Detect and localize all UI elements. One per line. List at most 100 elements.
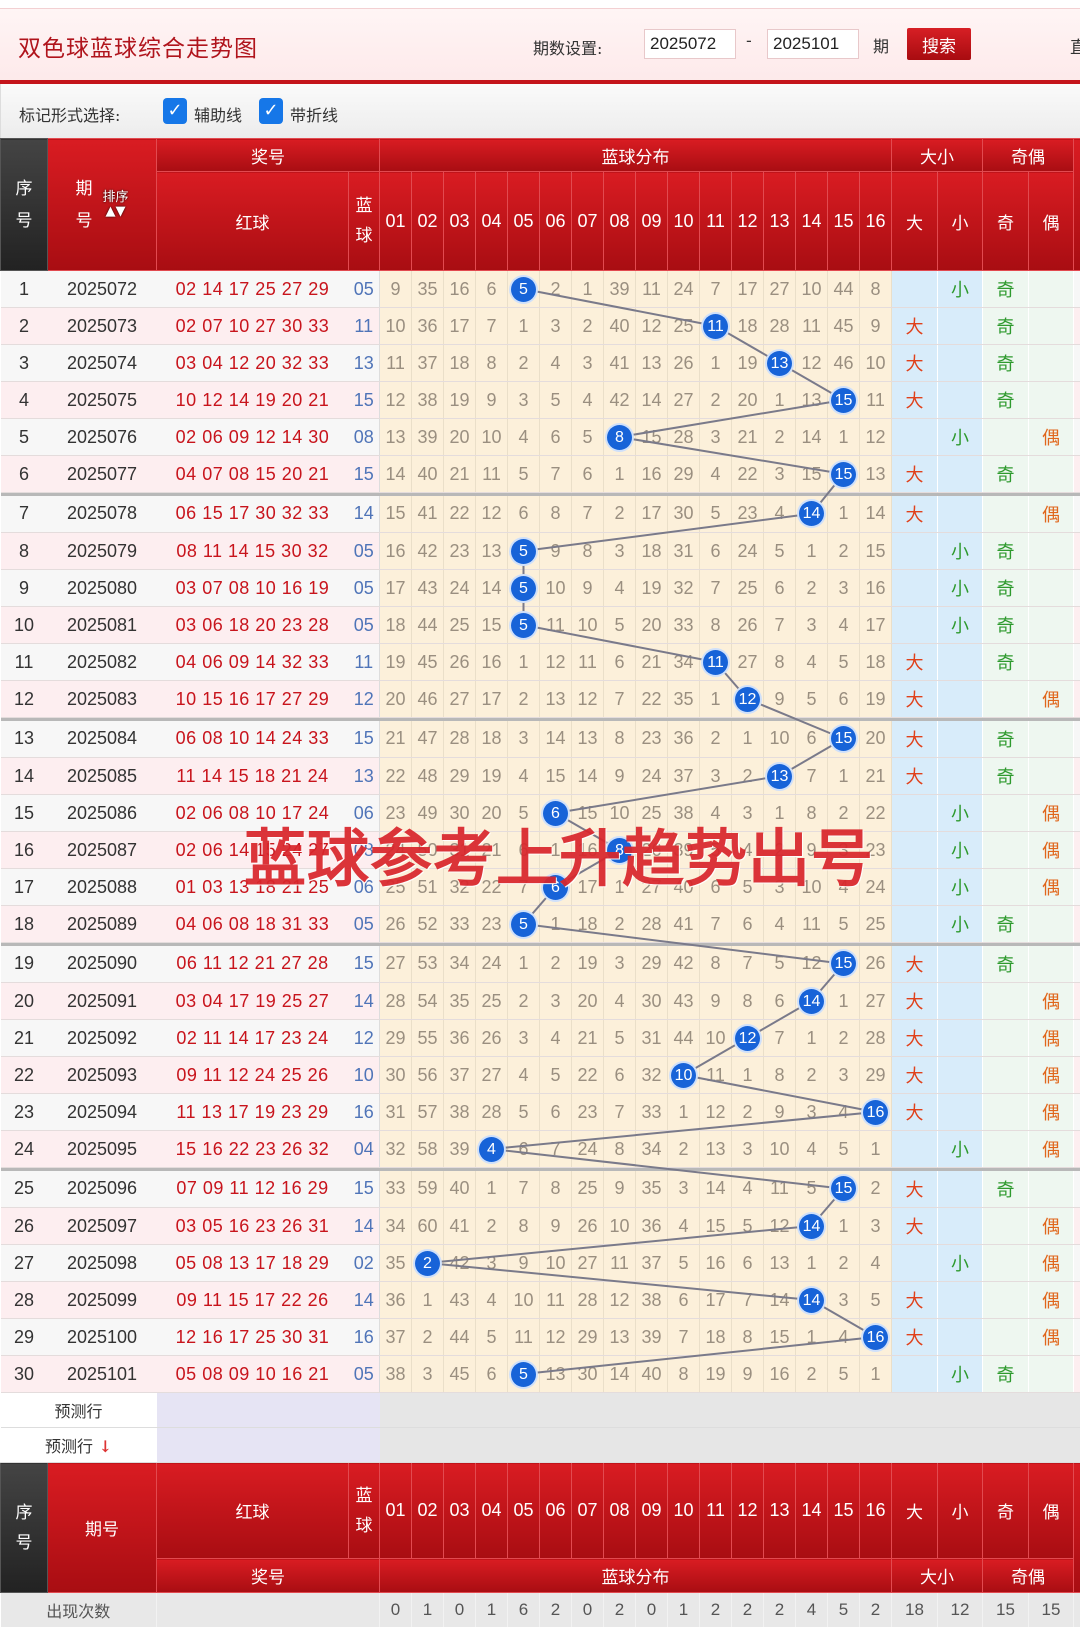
predict-blue-area[interactable] bbox=[380, 1428, 1080, 1463]
header-col-02: 02 bbox=[412, 172, 444, 271]
miss-cell: 7 bbox=[764, 1020, 796, 1057]
miss-cell: 13 bbox=[764, 1245, 796, 1282]
miss-cell: 36 bbox=[412, 308, 444, 345]
miss-cell: 43 bbox=[412, 570, 444, 607]
parity-even-empty bbox=[1029, 271, 1074, 308]
miss-cell: 2 bbox=[572, 308, 604, 345]
size-small: 小 bbox=[938, 795, 983, 832]
search-button[interactable]: 搜索 bbox=[907, 28, 971, 60]
miss-cell: 4 bbox=[764, 906, 796, 943]
size-big: 大 bbox=[892, 1171, 938, 1208]
issue-number: 2025090 bbox=[48, 946, 157, 983]
predict-red-area[interactable] bbox=[157, 1393, 380, 1428]
issue-number: 2025097 bbox=[48, 1208, 157, 1245]
parity-odd: 奇 bbox=[983, 721, 1029, 758]
from-issue-input[interactable] bbox=[644, 29, 736, 59]
overflow-cell bbox=[1074, 1131, 1080, 1168]
blue-ball: 05 bbox=[349, 570, 380, 607]
red-balls: 11 14 15 18 21 24 bbox=[157, 758, 349, 795]
miss-cell: 21 bbox=[636, 644, 668, 681]
row-no: 13 bbox=[1, 721, 48, 758]
header-blue: 蓝球 bbox=[349, 172, 380, 271]
miss-cell: 5 bbox=[540, 382, 572, 419]
red-balls: 02 11 14 17 23 24 bbox=[157, 1020, 349, 1057]
miss-cell: 3 bbox=[604, 946, 636, 983]
miss-cell: 19 bbox=[732, 345, 764, 382]
miss-cell: 2 bbox=[828, 533, 860, 570]
overflow-cell bbox=[1074, 1171, 1080, 1208]
blue-ball-marker: 5 bbox=[511, 912, 536, 937]
miss-cell: 12 bbox=[540, 644, 572, 681]
parity-even: 偶 bbox=[1029, 1020, 1074, 1057]
miss-cell: 1 bbox=[732, 721, 764, 758]
miss-cell: 42 bbox=[444, 1245, 476, 1282]
row-no: 4 bbox=[1, 382, 48, 419]
miss-cell: 11 bbox=[540, 607, 572, 644]
predict-blue-area[interactable] bbox=[380, 1393, 1080, 1428]
miss-cell: 11 bbox=[700, 308, 732, 345]
blue-ball: 11 bbox=[349, 644, 380, 681]
aux-line-checkbox[interactable]: ✓ bbox=[163, 98, 187, 124]
miss-cell: 27 bbox=[380, 946, 412, 983]
miss-cell: 25 bbox=[668, 308, 700, 345]
count-value: 1 bbox=[476, 1593, 508, 1627]
miss-cell: 29 bbox=[636, 946, 668, 983]
predict-row[interactable]: 预测行 bbox=[1, 1393, 1080, 1428]
red-balls: 03 04 17 19 25 27 bbox=[157, 983, 349, 1020]
miss-cell: 2 bbox=[828, 1245, 860, 1282]
predict-row[interactable]: 预测行 ↓ bbox=[1, 1428, 1080, 1463]
size-small-empty bbox=[892, 832, 938, 869]
parity-even: 偶 bbox=[1029, 869, 1074, 906]
blue-ball-marker: 5 bbox=[511, 613, 536, 638]
miss-cell: 15 bbox=[636, 419, 668, 456]
miss-cell: 2 bbox=[796, 1356, 828, 1393]
top-bar: 双色球蓝球综合走势图 期数设置: - 期 搜索 直 bbox=[0, 8, 1080, 83]
header-issue[interactable]: 期号排序▲▼ bbox=[48, 139, 157, 271]
parity-even-empty bbox=[1029, 1171, 1074, 1208]
miss-cell: 24 bbox=[572, 1131, 604, 1168]
miss-cell: 3 bbox=[508, 721, 540, 758]
miss-cell: 41 bbox=[444, 1208, 476, 1245]
miss-cell: 29 bbox=[860, 1057, 892, 1094]
to-issue-input[interactable] bbox=[767, 29, 859, 59]
blue-ball-marker: 11 bbox=[703, 650, 728, 675]
issue-number: 2025089 bbox=[48, 906, 157, 943]
miss-cell: 39 bbox=[412, 419, 444, 456]
sort-icon[interactable]: 排序▲▼ bbox=[102, 191, 128, 219]
miss-cell: 6 bbox=[604, 644, 636, 681]
header-small: 小 bbox=[938, 172, 983, 271]
predict-red-area[interactable] bbox=[157, 1428, 380, 1463]
miss-cell: 2 bbox=[668, 1131, 700, 1168]
polyline-checkbox[interactable]: ✓ bbox=[259, 98, 283, 124]
arrow-down-icon[interactable]: ↓ bbox=[93, 1437, 112, 1456]
miss-cell: 6 bbox=[604, 1057, 636, 1094]
footer-header-groups: 奖号蓝球分布大小奇偶 bbox=[1, 1559, 1080, 1593]
blue-ball-marker: 5 bbox=[511, 277, 536, 302]
miss-cell: 38 bbox=[636, 1282, 668, 1319]
miss-cell: 3 bbox=[828, 1057, 860, 1094]
miss-cell: 19 bbox=[636, 570, 668, 607]
miss-cell: 1 bbox=[828, 496, 860, 533]
size-small: 小 bbox=[938, 869, 983, 906]
miss-cell: 8 bbox=[572, 533, 604, 570]
row-no: 21 bbox=[1, 1020, 48, 1057]
size-big: 大 bbox=[892, 644, 938, 681]
size-small-empty bbox=[938, 1282, 983, 1319]
parity-even-empty bbox=[1029, 308, 1074, 345]
miss-cell: 35 bbox=[444, 983, 476, 1020]
miss-cell: 24 bbox=[476, 946, 508, 983]
overflow-cell bbox=[1074, 1356, 1080, 1393]
miss-cell: 14 bbox=[700, 1171, 732, 1208]
miss-cell: 26 bbox=[668, 345, 700, 382]
header-col-10: 10 bbox=[668, 172, 700, 271]
truncated-link[interactable]: 直 bbox=[1070, 33, 1080, 58]
miss-cell: 14 bbox=[796, 1208, 828, 1245]
miss-cell: 4 bbox=[828, 1319, 860, 1356]
miss-cell: 14 bbox=[796, 496, 828, 533]
miss-cell: 7 bbox=[796, 758, 828, 795]
miss-cell: 3 bbox=[796, 1094, 828, 1131]
miss-cell: 2 bbox=[796, 570, 828, 607]
overflow-cell bbox=[1074, 1094, 1080, 1131]
